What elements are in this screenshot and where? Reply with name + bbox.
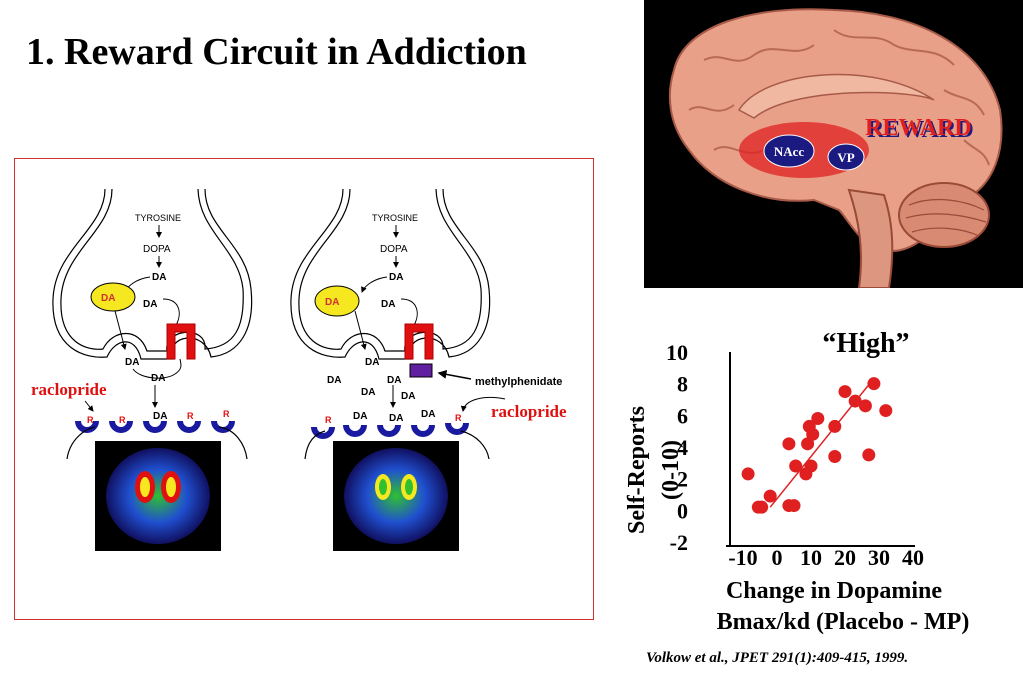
data-point xyxy=(867,377,881,391)
da-label: DA xyxy=(361,387,375,398)
x-axis-label-line2: Bmax/kd (Placebo - MP) xyxy=(717,609,970,635)
receptor-label: R xyxy=(223,409,230,419)
da-label: DA xyxy=(153,411,167,422)
da-label: DA xyxy=(401,391,415,402)
dopa-label: DOPA xyxy=(143,244,171,255)
synapse-right: TYROSINE DOPA DA DA DA methylphenidate D… xyxy=(290,188,567,551)
data-point xyxy=(858,399,872,413)
vesicle-da-label: DA xyxy=(101,293,115,304)
nacc-label: NAcc xyxy=(774,144,805,159)
da-label: DA xyxy=(381,299,395,310)
high-scatter-chart: “High” Self-Reports (0-10) Change in Dop… xyxy=(610,320,1023,640)
da-label: DA xyxy=(143,299,157,310)
data-point xyxy=(838,385,852,399)
raclopride-label: raclopride xyxy=(31,380,107,399)
reward-label: REWARD xyxy=(865,115,972,141)
data-point xyxy=(879,404,893,418)
da-label: DA xyxy=(327,375,341,386)
receptor-label: R xyxy=(119,415,126,425)
data-point xyxy=(741,467,755,481)
y-tick-label: 0 xyxy=(677,498,688,523)
data-point xyxy=(804,459,818,473)
data-point xyxy=(755,500,769,514)
methylphenidate-label: methylphenidate xyxy=(475,376,562,388)
vesicle-da-label: DA xyxy=(325,297,339,308)
data-point xyxy=(789,459,803,473)
x-tick-label: 40 xyxy=(902,545,924,570)
da-label: DA xyxy=(389,413,403,424)
tyrosine-label: TYROSINE xyxy=(372,213,418,223)
receptor-label: R xyxy=(87,415,94,425)
y-tick-label: 8 xyxy=(677,372,688,397)
da-label: DA xyxy=(152,272,166,283)
x-tick-label: 30 xyxy=(868,545,890,570)
da-label: DA xyxy=(125,357,139,368)
chart-title: “High” xyxy=(822,328,909,359)
data-point xyxy=(828,450,842,463)
x-tick-label: 20 xyxy=(834,545,856,570)
x-tick-label: 0 xyxy=(772,545,783,570)
data-point xyxy=(848,394,862,408)
x-tick-label: -10 xyxy=(728,545,757,570)
y-tick-label: 10 xyxy=(666,340,688,365)
tyrosine-label: TYROSINE xyxy=(135,213,181,223)
da-label: DA xyxy=(387,375,401,386)
data-point xyxy=(862,448,876,462)
plot-area: -2 0 2 4 6 8 10 -10 0 10 20 30 40 xyxy=(666,340,924,570)
y-tick-label: -2 xyxy=(670,530,688,555)
y-tick-label: 2 xyxy=(677,467,688,492)
citation: Volkow et al., JPET 291(1):409-415, 1999… xyxy=(646,650,909,666)
synapse-left: TYROSINE DOPA DA DA DA DA DA DA xyxy=(31,188,253,551)
y-axis-label-line2: (0-10) xyxy=(658,440,684,500)
y-tick-label: 4 xyxy=(677,435,688,460)
data-point xyxy=(811,412,825,425)
data-point xyxy=(806,427,820,441)
dopa-label: DOPA xyxy=(380,244,408,255)
receptor-label: R xyxy=(455,413,462,423)
reward-label-shadow: REWARD xyxy=(867,117,974,143)
synapse-diagram: TYROSINE DOPA DA DA DA DA DA DA xyxy=(14,158,594,620)
da-label: DA xyxy=(365,357,379,368)
data-point xyxy=(763,489,777,503)
data-point xyxy=(828,419,842,433)
data-point xyxy=(787,499,801,513)
receptor-label: R xyxy=(325,415,332,425)
data-point xyxy=(801,437,815,451)
data-point xyxy=(782,437,796,451)
brain-sagittal-image: NAcc VP REWARD REWARD xyxy=(644,0,1023,289)
y-tick-label: 6 xyxy=(677,403,688,428)
vp-label: VP xyxy=(837,150,854,165)
page-title: 1. Reward Circuit in Addiction xyxy=(26,31,527,73)
y-axis-label-line1: Self-Reports xyxy=(624,406,650,534)
y-axis-label: Self-Reports (0-10) xyxy=(624,406,684,534)
da-label: DA xyxy=(353,411,367,422)
da-label: DA xyxy=(389,272,403,283)
raclopride-label: raclopride xyxy=(491,402,567,421)
da-label: DA xyxy=(421,409,435,420)
x-tick-label: 10 xyxy=(800,545,822,570)
x-axis-label-line1: Change in Dopamine xyxy=(726,578,942,604)
receptor-label: R xyxy=(187,411,194,421)
